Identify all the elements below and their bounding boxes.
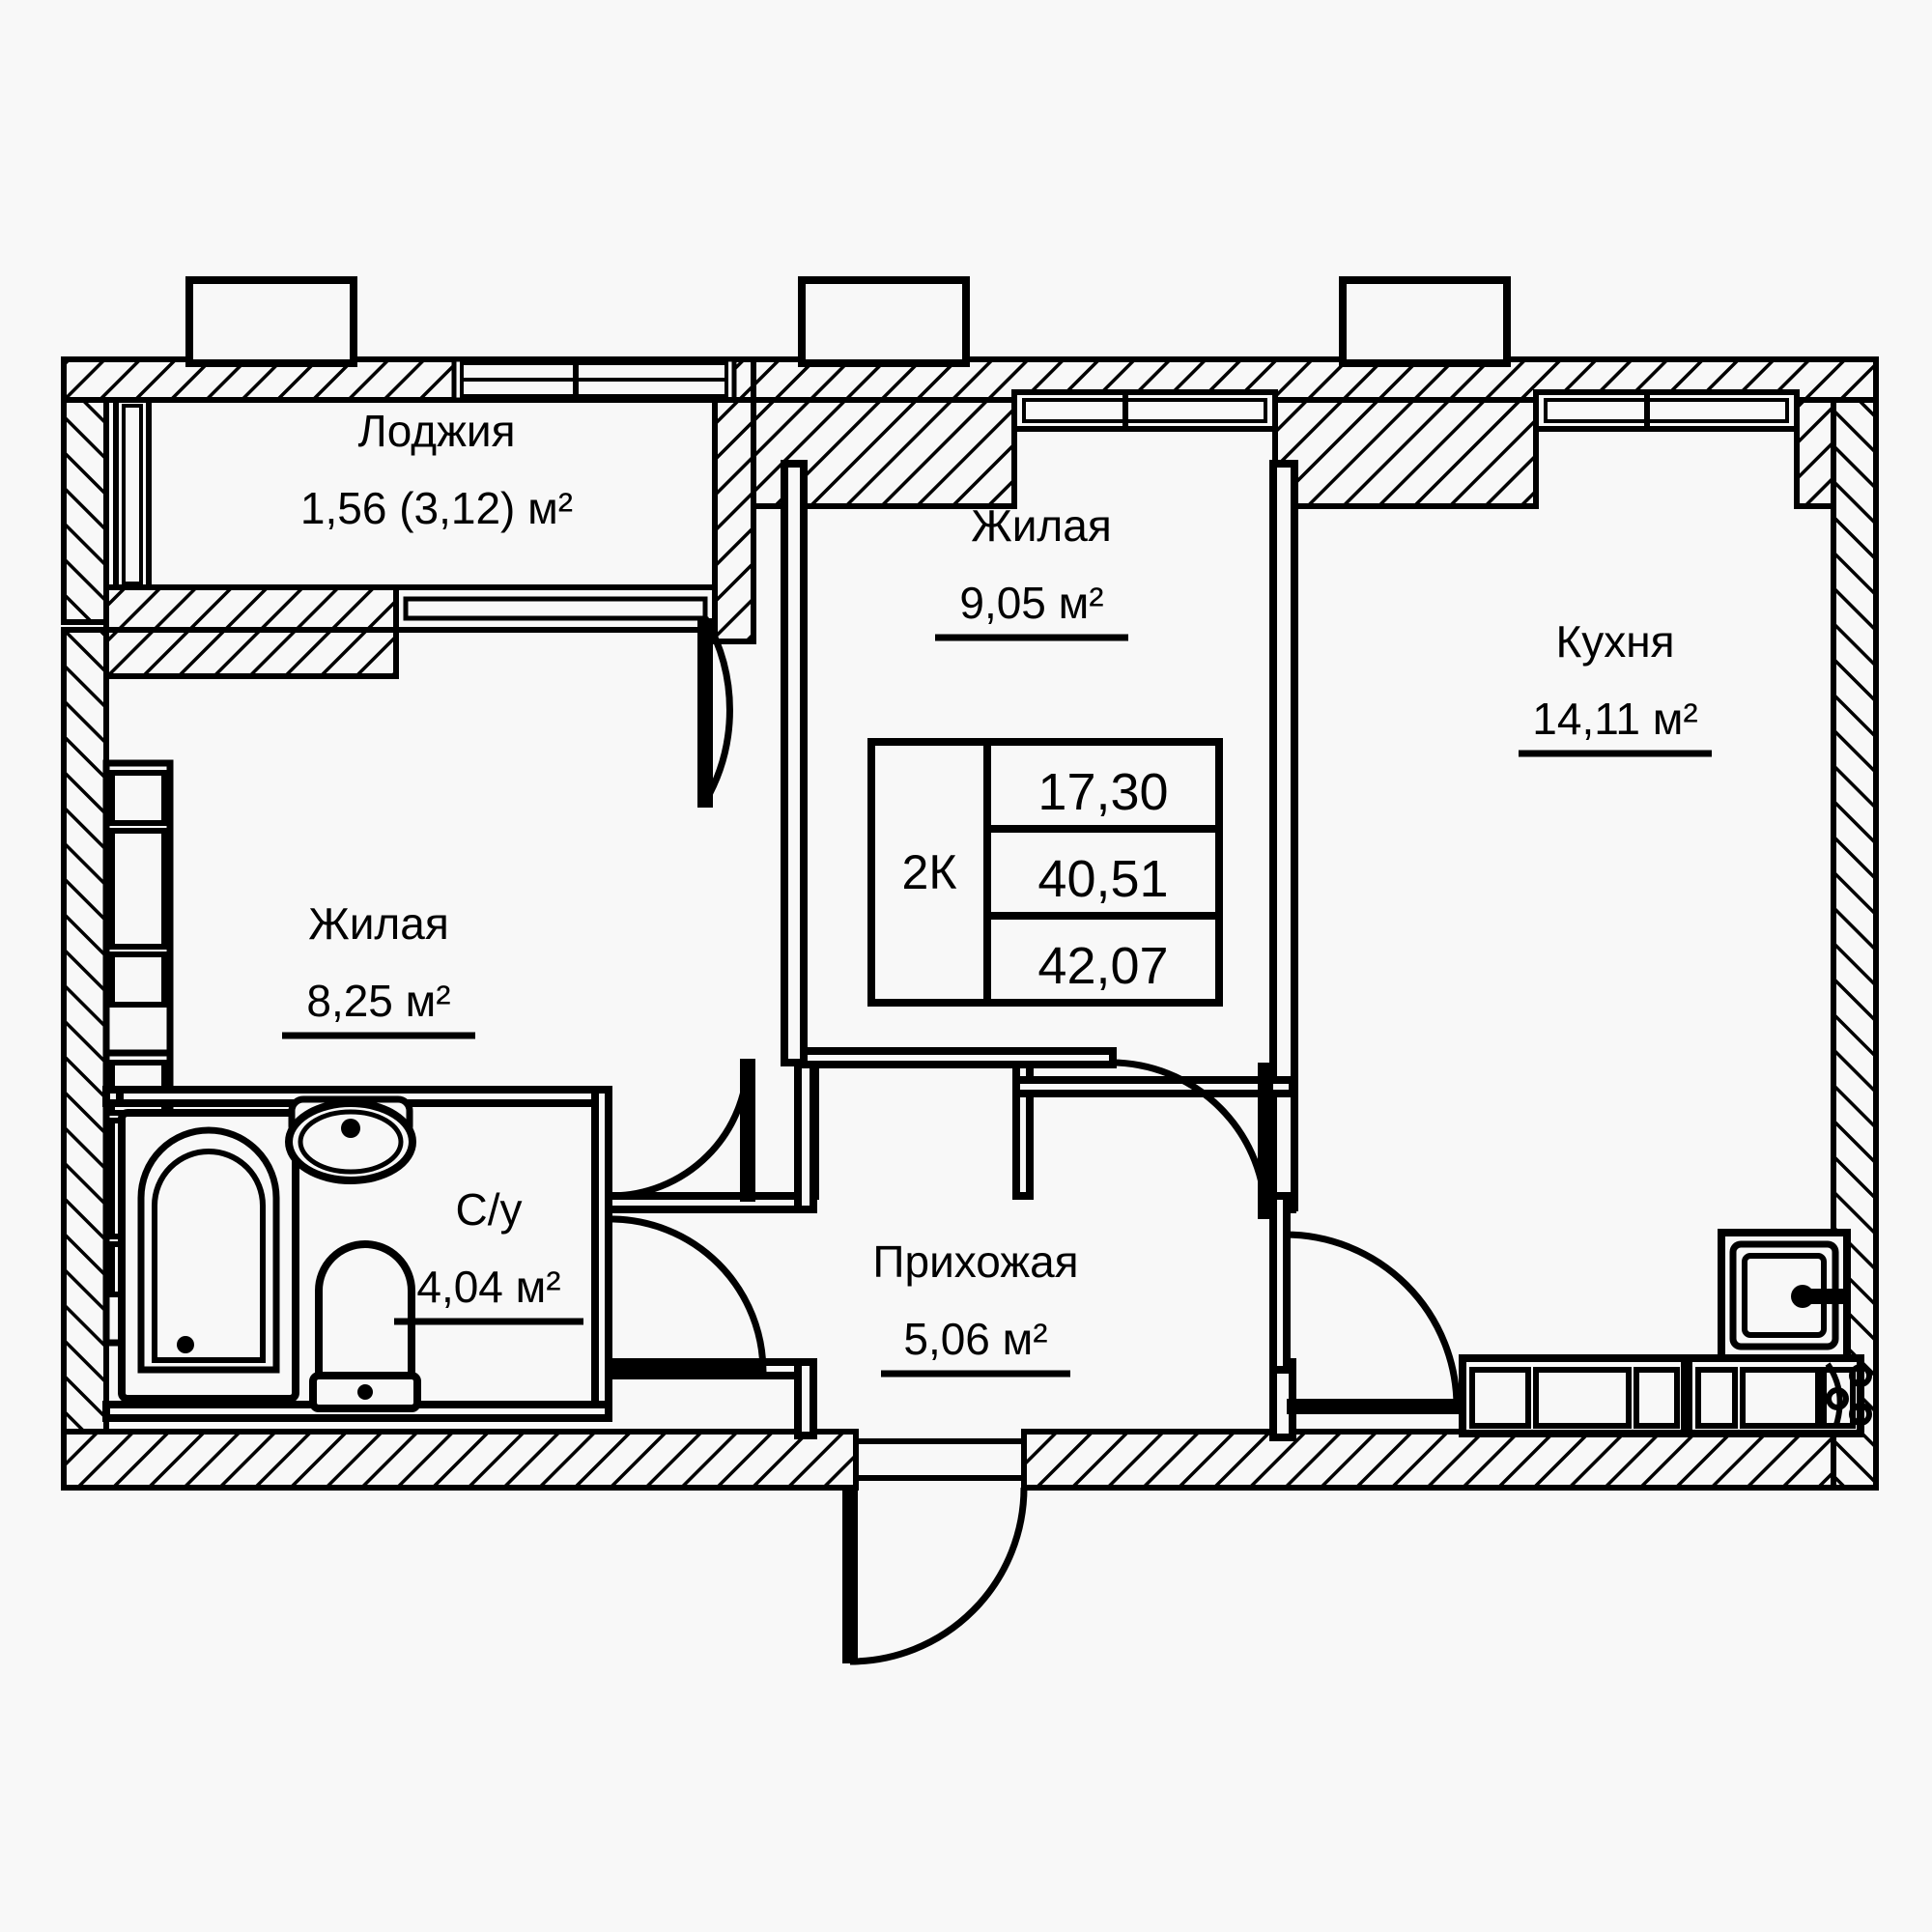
unit-total-area-with-loggia: 42,07 [1037, 937, 1168, 995]
bathroom-area: 4,04 м² [416, 1262, 560, 1312]
kitchen-area: 14,11 м² [1532, 694, 1697, 744]
partition-kitchen-west-lower [1269, 1192, 1291, 1374]
door-leaf-living-top [1258, 1063, 1273, 1219]
wall-right-outer [1831, 397, 1879, 1491]
door-arc-bath [610, 1215, 767, 1373]
door-arc-kitchen [1284, 1231, 1461, 1407]
unit-table-border [867, 738, 1223, 1007]
sink-icon [285, 1095, 416, 1184]
window-frame-loggia [460, 361, 728, 398]
room-label-living-left: Жилая 8,25 м² [282, 898, 475, 1039]
unit-type-label: 2К [902, 845, 957, 899]
kitchen-sink-icon [1718, 1229, 1851, 1362]
room-label-kitchen: Кухня 14,11 м² [1519, 616, 1712, 757]
loggia-area: 1,56 (3,12) м² [300, 483, 573, 533]
bathtub-icon [118, 1109, 299, 1403]
hallway-name: Прихожая [872, 1236, 1078, 1287]
walls-group [61, 276, 1879, 1491]
door-leaf-living-left [740, 1059, 755, 1202]
partition-hall-sw [794, 1358, 817, 1439]
partition-hall-north-b [1012, 1076, 1296, 1097]
room-label-hallway: Прихожая 5,06 м² [872, 1236, 1079, 1378]
unit-summary-table: 2К 17,30 40,51 42,07 [867, 738, 1223, 1007]
balcony-box-right [1339, 276, 1511, 367]
wall-bottom-left [61, 1429, 859, 1491]
doors-group [610, 616, 1461, 1665]
entrance-door-opening [853, 1438, 1027, 1481]
door-leaf-bath [611, 1364, 765, 1379]
wall-loggia-bottom-left [103, 584, 399, 633]
living-left-name: Жилая [308, 898, 449, 949]
room-label-bathroom: С/у 4,04 м² [394, 1184, 583, 1325]
window-loggia-side [113, 397, 152, 592]
door-leaf-balcony [697, 618, 713, 808]
wall-loggia-bottom-left-2 [103, 627, 399, 679]
kitchen-counter [1459, 1354, 1864, 1437]
window-living-top [1011, 389, 1278, 432]
living-top-area: 9,05 м² [959, 578, 1103, 628]
balcony-door-panel [403, 596, 708, 621]
toilet-icon [309, 1240, 421, 1412]
partition-hall-west [794, 1061, 817, 1213]
wall-left-upper [61, 397, 109, 625]
hallway-area: 5,06 м² [903, 1314, 1047, 1364]
loggia-name: Лоджия [358, 406, 516, 456]
wall-bay-right-living-top [1272, 397, 1539, 509]
room-label-loggia: Лоджия 1,56 (3,12) м² [300, 406, 573, 533]
door-arc-balcony [701, 616, 733, 804]
balcony-box-middle [798, 276, 970, 367]
room-labels-group: Лоджия 1,56 (3,12) м² Жилая 9,05 м² Кухн… [282, 406, 1712, 1378]
window-loggia-side-frame [122, 404, 143, 585]
partition-hall-north-a [800, 1047, 1117, 1068]
room-label-living-top: Жилая 9,05 м² [935, 500, 1128, 641]
kitchen-name: Кухня [1555, 616, 1674, 667]
door-leaf-kitchen [1287, 1399, 1461, 1414]
wall-bottom-right [1021, 1429, 1879, 1491]
door-leaf-entrance [842, 1488, 858, 1663]
bathroom-fixtures [118, 1095, 421, 1412]
stove-icon [1825, 1362, 1872, 1429]
living-top-name: Жилая [971, 500, 1112, 551]
bathroom-name: С/у [456, 1184, 523, 1235]
partition-left-corner [102, 1086, 124, 1107]
wall-left-main [61, 627, 109, 1435]
partition-hall-west-top [605, 1192, 815, 1213]
balcony-box-left [185, 276, 357, 367]
partition-left-center [781, 460, 808, 1066]
unit-living-area: 17,30 [1037, 763, 1168, 821]
kitchen-fixtures [1459, 1229, 1872, 1437]
door-arc-entrance [849, 1487, 1028, 1665]
unit-total-area: 40,51 [1037, 850, 1168, 908]
wall-loggia-right [712, 397, 756, 644]
balcony-door-head [393, 584, 718, 633]
window-kitchen [1533, 389, 1800, 432]
living-left-area: 8,25 м² [306, 976, 450, 1026]
